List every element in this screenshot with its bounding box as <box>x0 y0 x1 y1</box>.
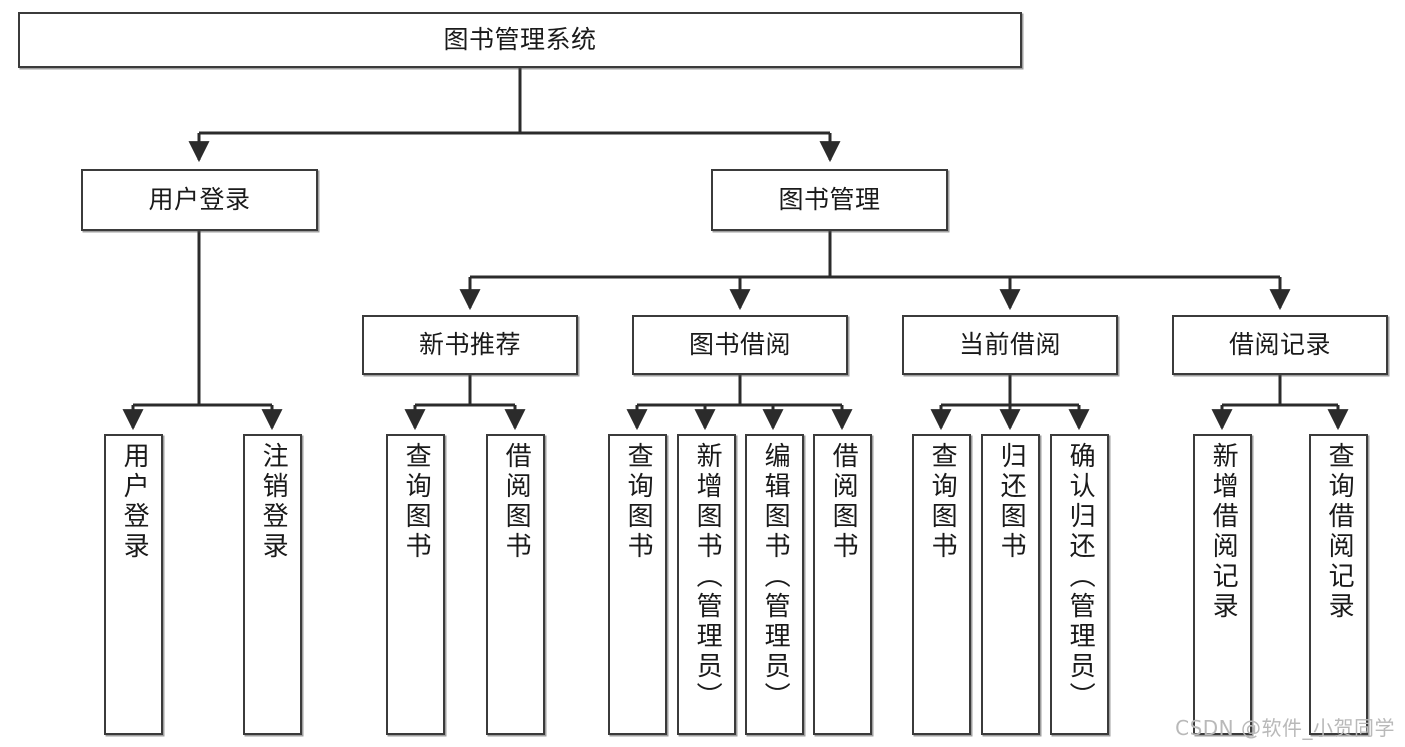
node-label: 归还图书 <box>996 442 1027 562</box>
node-leaf-add-book[interactable]: 新增图书（管理员） <box>677 434 736 735</box>
node-label: 编辑图书（管理员） <box>760 442 791 712</box>
node-new-book-recommend[interactable]: 新书推荐 <box>362 315 578 375</box>
node-label: 当前借阅 <box>958 329 1061 359</box>
node-label: 图书借阅 <box>688 329 791 359</box>
node-leaf-add-record[interactable]: 新增借阅记录 <box>1193 434 1252 735</box>
node-label: 查询借阅记录 <box>1324 442 1355 622</box>
node-label: 新增图书（管理员） <box>692 442 723 712</box>
node-label: 图书管理系统 <box>443 24 597 54</box>
node-label: 用户登录 <box>148 184 251 214</box>
node-book-borrow[interactable]: 图书借阅 <box>632 315 848 375</box>
node-leaf-query-book-current[interactable]: 查询图书 <box>912 434 971 735</box>
node-leaf-borrow-book[interactable]: 借阅图书 <box>813 434 872 735</box>
node-leaf-return-book[interactable]: 归还图书 <box>981 434 1040 735</box>
node-label: 注销登录 <box>258 442 289 562</box>
node-leaf-query-book-borrow[interactable]: 查询图书 <box>608 434 667 735</box>
node-leaf-query-record[interactable]: 查询借阅记录 <box>1309 434 1368 735</box>
node-leaf-query-book-recommend[interactable]: 查询图书 <box>386 434 445 735</box>
node-user-login[interactable]: 用户登录 <box>81 169 318 231</box>
csdn-watermark: CSDN @软件_小贺同学 <box>1175 716 1395 740</box>
node-label: 新增借阅记录 <box>1208 442 1239 622</box>
node-leaf-user-login[interactable]: 用户登录 <box>104 434 163 735</box>
node-label: 图书管理 <box>778 184 881 214</box>
node-label: 借阅图书 <box>828 442 859 562</box>
node-book-manage[interactable]: 图书管理 <box>711 169 948 231</box>
node-label: 用户登录 <box>119 442 150 562</box>
node-leaf-edit-book[interactable]: 编辑图书（管理员） <box>745 434 804 735</box>
node-label: 借阅图书 <box>501 442 532 562</box>
node-leaf-confirm-return[interactable]: 确认归还（管理员） <box>1050 434 1109 735</box>
node-label: 查询图书 <box>623 442 654 562</box>
node-label: 借阅记录 <box>1228 329 1331 359</box>
node-root-system[interactable]: 图书管理系统 <box>18 12 1022 68</box>
node-label: 确认归还（管理员） <box>1065 442 1096 712</box>
node-leaf-logout[interactable]: 注销登录 <box>243 434 302 735</box>
node-borrow-record[interactable]: 借阅记录 <box>1172 315 1388 375</box>
node-current-borrow[interactable]: 当前借阅 <box>902 315 1118 375</box>
node-label: 查询图书 <box>927 442 958 562</box>
node-label: 新书推荐 <box>418 329 521 359</box>
node-label: 查询图书 <box>401 442 432 562</box>
node-leaf-borrow-book-recommend[interactable]: 借阅图书 <box>486 434 545 735</box>
